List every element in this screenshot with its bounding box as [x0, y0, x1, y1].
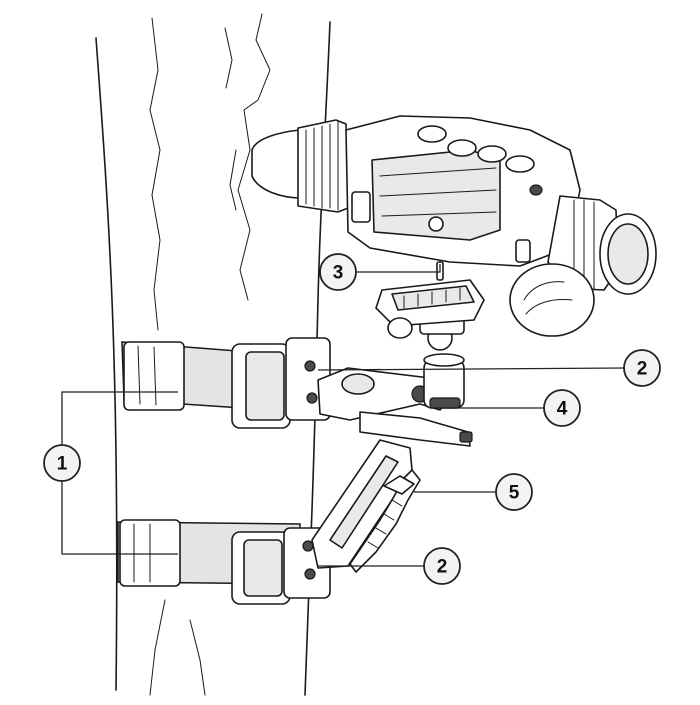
- button-1: [417, 125, 447, 143]
- callout-5-label: 5: [509, 483, 520, 504]
- callout-1-label: 1: [57, 454, 68, 475]
- button-4: [505, 155, 535, 173]
- mount-arm: [231, 337, 473, 605]
- button-3: [477, 145, 507, 163]
- thermal-monocular: [251, 115, 657, 337]
- callout-1: 1: [43, 444, 81, 482]
- callout-3: 3: [319, 253, 357, 291]
- callout-3-label: 3: [333, 263, 344, 284]
- callout-2-lower: 2: [423, 547, 461, 585]
- button-2: [447, 139, 477, 157]
- callout-4-label: 4: [557, 399, 568, 420]
- quick-release-plate: [375, 261, 485, 339]
- callout-2-upper-label: 2: [637, 359, 648, 380]
- callout-2-upper: 2: [623, 349, 661, 387]
- eyecup: [251, 129, 303, 199]
- callout-4: 4: [543, 389, 581, 427]
- callout-5: 5: [495, 473, 533, 511]
- upper-strap-buckle: [123, 341, 185, 411]
- ball-head: [419, 317, 465, 409]
- callout-2-lower-label: 2: [437, 557, 448, 578]
